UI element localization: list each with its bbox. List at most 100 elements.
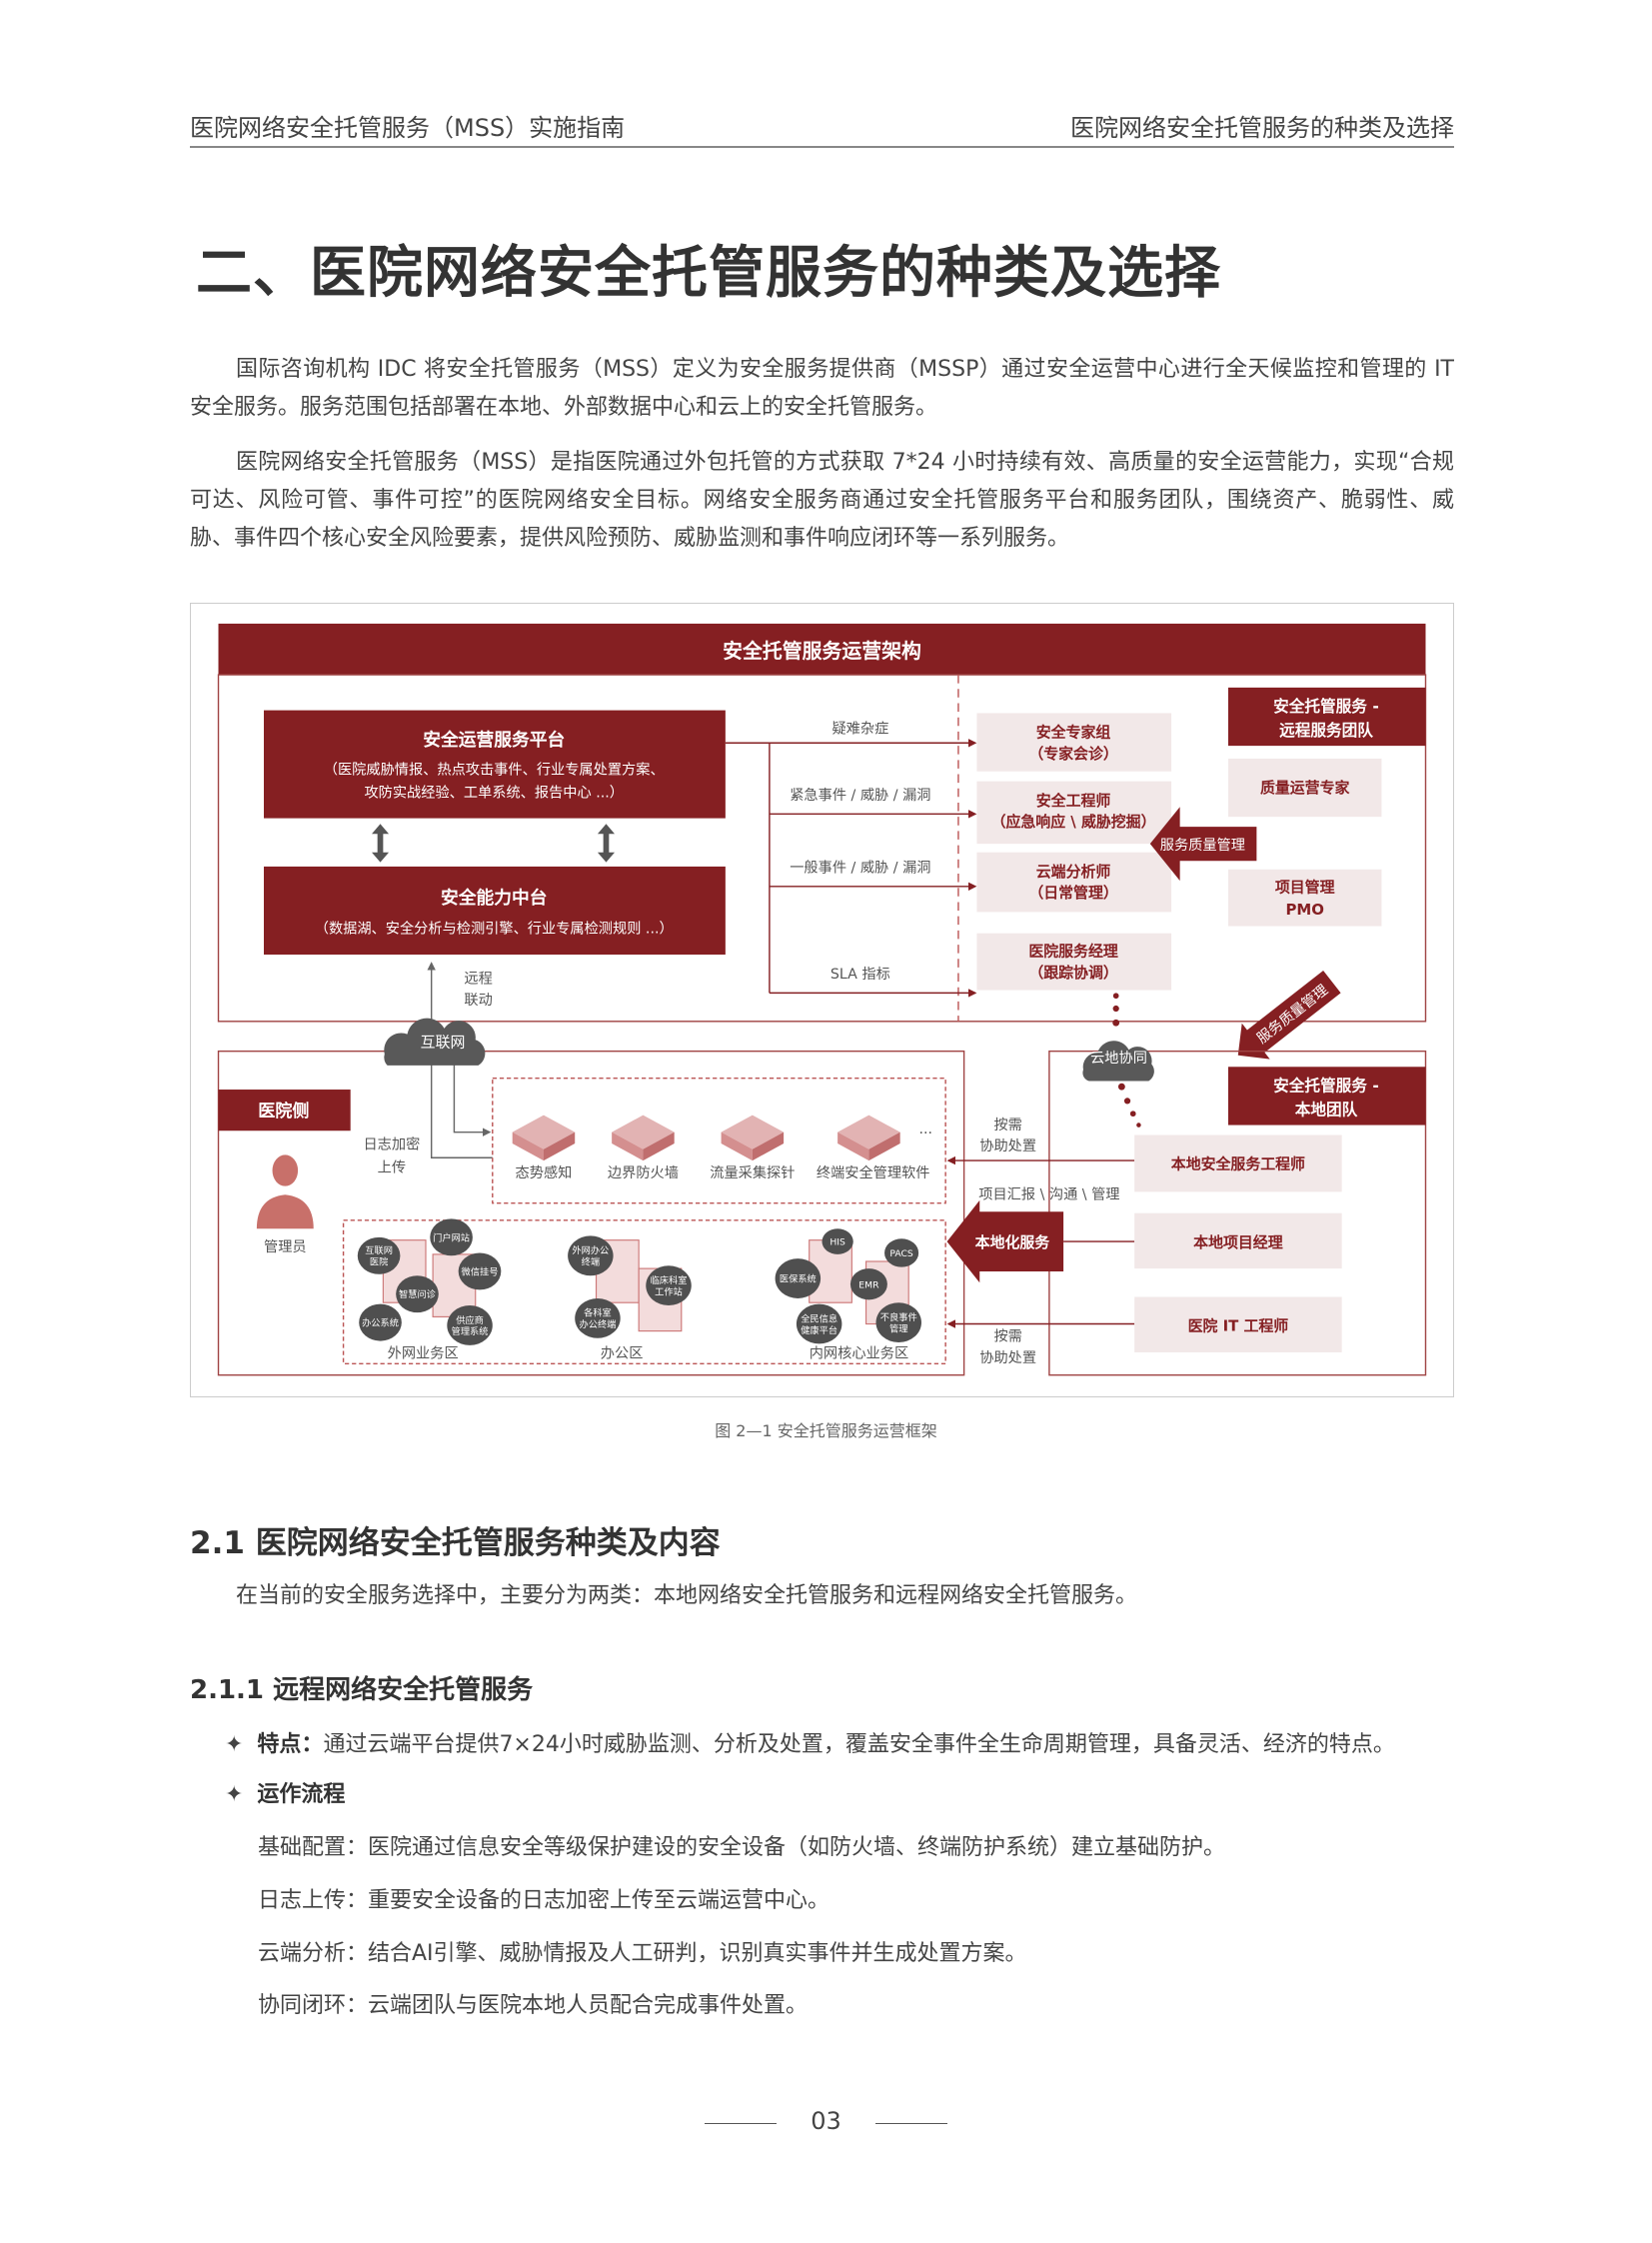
svg-text:（跟踪协调）: （跟踪协调） bbox=[1028, 964, 1117, 982]
svg-text:安全工程师: 安全工程师 bbox=[1036, 792, 1111, 810]
device-label: 边界防火墙 bbox=[608, 1164, 679, 1181]
dotted-connector bbox=[1112, 993, 1141, 1127]
system-node: 门户网站 bbox=[430, 1218, 473, 1256]
system-node-label: 医院 bbox=[370, 1256, 388, 1268]
svg-text:安全托管服务运营架构: 安全托管服务运营架构 bbox=[723, 640, 921, 663]
system-node-label: 互联网 bbox=[365, 1245, 393, 1256]
flow-label: 紧急事件 / 威胁 / 漏洞 bbox=[790, 787, 930, 804]
section-intro: 在当前的安全服务选择中，主要分为两类：本地网络安全托管服务和远程网络安全托管服务… bbox=[236, 1583, 1138, 1608]
local-lines bbox=[946, 1155, 1135, 1328]
remote-section-frame bbox=[217, 674, 1427, 1023]
system-node-label: PACS bbox=[889, 1248, 913, 1259]
svg-text:远程服务团队: 远程服务团队 bbox=[1279, 721, 1373, 740]
svg-text:安全托管服务 -: 安全托管服务 - bbox=[1273, 1076, 1379, 1095]
flow-label: 疑难杂症 bbox=[831, 720, 888, 737]
svg-text:本地安全服务工程师: 本地安全服务工程师 bbox=[1171, 1155, 1305, 1173]
system-node-label: 供应商 bbox=[456, 1314, 484, 1326]
security-devices bbox=[512, 1115, 900, 1161]
svg-text:（应急响应 \ 威胁挖掘）: （应急响应 \ 威胁挖掘） bbox=[991, 813, 1156, 831]
subsection-heading: 2.1.1 远程网络安全托管服务 bbox=[190, 1675, 534, 1705]
svg-text:协助处置: 协助处置 bbox=[979, 1137, 1036, 1154]
system-node: 智慧问诊 bbox=[396, 1275, 439, 1313]
cloud-local-collab-icon: 云地协同 bbox=[1082, 1041, 1154, 1082]
security-capability-center: 安全能力中台 （数据湖、安全分析与检测引擎、行业专属检测规则 ...） bbox=[263, 866, 726, 956]
paragraph-1: 国际咨询机构 IDC 将安全托管服务（MSS）定义为安全服务提供商（MSSP）通… bbox=[190, 357, 1454, 420]
device-label: 流量采集探针 bbox=[710, 1164, 795, 1181]
remote-team: 安全托管服务 - 远程服务团队 质量运营专家 项目管理 PMO bbox=[1227, 687, 1426, 927]
svg-text:医院服务经理: 医院服务经理 bbox=[1028, 942, 1118, 960]
svg-text:日志加密: 日志加密 bbox=[363, 1136, 420, 1153]
system-node-label: 临床科室 bbox=[651, 1274, 688, 1286]
localized-service-arrow: 本地化服务 bbox=[946, 1199, 1064, 1283]
step-item: 云端分析：结合AI引擎、威胁情报及人工研判，识别真实事件并生成处置方案。 bbox=[258, 1941, 1027, 1966]
log-upload-label: 日志加密 上传 bbox=[363, 1136, 420, 1176]
hospital-side-label: 医院侧 bbox=[218, 1090, 351, 1131]
svg-text:攻防实战经验、工单系统、报告中心 ...）: 攻防实战经验、工单系统、报告中心 ...） bbox=[364, 784, 624, 801]
system-node-label: EMR bbox=[858, 1279, 879, 1290]
svg-text:按需: 按需 bbox=[993, 1117, 1021, 1133]
hospital-section-frame bbox=[217, 1050, 965, 1376]
zone-label: 内网核心业务区 bbox=[810, 1345, 908, 1362]
svg-text:项目汇报 \ 沟通 \ 管理: 项目汇报 \ 沟通 \ 管理 bbox=[978, 1185, 1119, 1202]
figure-caption: 图 2—1 安全托管服务运营框架 bbox=[715, 1421, 937, 1440]
page-number-rule bbox=[705, 2123, 777, 2124]
remote-link-label: 远程 联动 bbox=[464, 970, 492, 1008]
step-item: 日志上传：重要安全设备的日志加密上传至云端运营中心。 bbox=[258, 1888, 830, 1913]
flow-labels: 疑难杂症 紧急事件 / 威胁 / 漏洞 一般事件 / 威胁 / 漏洞 SLA 指… bbox=[790, 720, 930, 983]
architecture-figure: 安全托管服务运营架构 安全运营服务平台 （医院威胁情报、热点攻击事件、行业专属处… bbox=[190, 603, 1454, 1397]
svg-text:（数据湖、安全分析与检测引擎、行业专属检测规则 ...）: （数据湖、安全分析与检测引擎、行业专属检测规则 ...） bbox=[315, 920, 674, 938]
svg-text:本地化服务: 本地化服务 bbox=[975, 1233, 1050, 1251]
svg-text:医院 IT 工程师: 医院 IT 工程师 bbox=[1188, 1317, 1289, 1335]
svg-text:质量运营专家: 质量运营专家 bbox=[1260, 779, 1350, 797]
svg-text:云端分析师: 云端分析师 bbox=[1036, 863, 1111, 881]
system-node: 微信挂号 bbox=[458, 1252, 502, 1290]
business-zones-group bbox=[342, 1219, 946, 1365]
svg-text:协助处置: 协助处置 bbox=[979, 1349, 1036, 1366]
network-appliance-icon bbox=[512, 1115, 576, 1161]
bullet-features: ✦ 特点：通过云端平台提供7×24小时威胁监测、分析及处置，覆盖安全事件全生命周… bbox=[225, 1732, 1395, 1757]
bullet-workflow: ✦ 运作流程 bbox=[225, 1782, 346, 1807]
system-node: 医保系统 bbox=[775, 1258, 822, 1298]
device-more: ... bbox=[918, 1122, 932, 1137]
step-item: 基础配置：医院通过信息安全等级保护建设的安全设备（如防火墙、终端防护系统）建立基… bbox=[258, 1835, 1226, 1860]
svg-text:上传: 上传 bbox=[378, 1158, 406, 1175]
zone-label: 办公区 bbox=[601, 1345, 644, 1362]
paragraph-2: 医院网络安全托管服务（MSS）是指医院通过外包托管的方式获取 7*24 小时持续… bbox=[190, 450, 1454, 551]
system-node-label: 管理 bbox=[889, 1322, 907, 1334]
system-node-label: 办公系统 bbox=[362, 1317, 399, 1329]
system-node-label: HIS bbox=[829, 1237, 845, 1248]
system-node-label: 各科室 bbox=[584, 1307, 612, 1319]
system-node-label: 微信挂号 bbox=[462, 1265, 499, 1277]
system-node-label: 终端 bbox=[582, 1256, 600, 1268]
network-appliance-icon bbox=[612, 1115, 675, 1161]
section-heading: 2.1 医院网络安全托管服务种类及内容 bbox=[190, 1525, 721, 1561]
zone-nodes: 互联网医院门户网站微信挂号智慧问诊办公系统供应商管理系统外网办公终端临床科室工作… bbox=[357, 1218, 921, 1345]
svg-text:（医院威胁情报、热点攻击事件、行业专属处置方案、: （医院威胁情报、热点攻击事件、行业专属处置方案、 bbox=[324, 761, 665, 779]
system-node-label: 工作站 bbox=[655, 1285, 683, 1297]
remote-roles: 安全专家组（专家会诊） 安全工程师（应急响应 \ 威胁挖掘） 云端分析师（日常管… bbox=[976, 713, 1172, 991]
architecture-diagram: 安全托管服务运营架构 安全运营服务平台 （医院威胁情报、热点攻击事件、行业专属处… bbox=[217, 623, 1427, 1376]
admin-user-icon: 管理员 bbox=[256, 1154, 314, 1255]
system-node: HIS bbox=[822, 1228, 853, 1254]
local-roles: 本地安全服务工程师 本地项目经理 医院 IT 工程师 bbox=[1134, 1134, 1342, 1352]
network-appliance-icon bbox=[721, 1115, 785, 1161]
svg-text:安全运营服务平台: 安全运营服务平台 bbox=[423, 729, 565, 751]
double-arrow-icon bbox=[371, 824, 616, 863]
svg-text:管理员: 管理员 bbox=[264, 1238, 307, 1255]
system-node: PACS bbox=[884, 1238, 919, 1267]
system-node-label: 办公终端 bbox=[580, 1318, 617, 1330]
svg-text:服务质量管理: 服务质量管理 bbox=[1253, 982, 1331, 1048]
header-divider bbox=[190, 146, 1454, 148]
zone-label: 外网业务区 bbox=[388, 1345, 459, 1362]
local-team: 安全托管服务 - 本地团队 bbox=[1227, 1067, 1426, 1125]
svg-text:互联网: 互联网 bbox=[421, 1033, 466, 1051]
svg-text:PMO: PMO bbox=[1285, 901, 1323, 919]
system-node-label: 外网办公 bbox=[572, 1244, 609, 1256]
page-number: 03 bbox=[811, 2107, 841, 2135]
system-node: 办公系统 bbox=[359, 1303, 402, 1341]
security-ops-platform: 安全运营服务平台 （医院威胁情报、热点攻击事件、行业专属处置方案、 攻防实战经验… bbox=[263, 710, 726, 819]
device-label: 态势感知 bbox=[516, 1164, 573, 1181]
